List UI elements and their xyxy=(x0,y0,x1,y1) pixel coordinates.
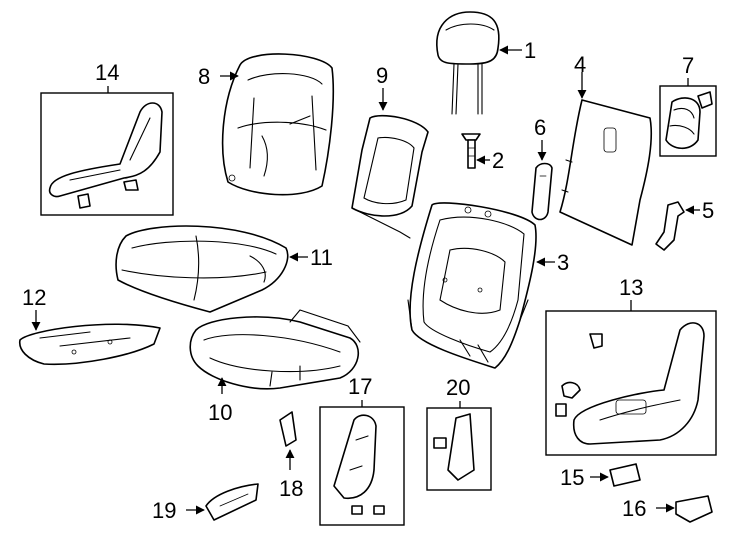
small-cover xyxy=(279,411,297,447)
callout-20: 20 xyxy=(446,375,470,400)
seat-back-cover xyxy=(221,53,335,196)
callout-15: 15 xyxy=(560,465,584,490)
seat-back-panel xyxy=(559,99,653,246)
part-20-box xyxy=(426,407,492,491)
back-pad-frame xyxy=(351,114,429,239)
callout-19: 19 xyxy=(152,498,176,523)
callout-1: 1 xyxy=(524,38,536,63)
side-bracket xyxy=(655,201,685,251)
clip-15 xyxy=(609,463,641,487)
seat-cushion-cover xyxy=(115,225,289,313)
trim-cover xyxy=(433,413,475,481)
callout-10: 10 xyxy=(208,400,232,425)
recliner-cover xyxy=(665,91,713,150)
callout-17: 17 xyxy=(348,374,372,399)
callout-2: 2 xyxy=(492,148,504,173)
callout-3: 3 xyxy=(557,250,569,275)
side-shield-left xyxy=(48,102,163,209)
side-shield-right xyxy=(555,322,705,445)
seat-cushion-frame xyxy=(189,309,361,390)
callout-9: 9 xyxy=(376,63,388,88)
hinge-cover xyxy=(333,414,385,515)
headrest-guide xyxy=(461,133,481,169)
callout-4: 4 xyxy=(574,52,586,77)
headrest xyxy=(436,11,500,115)
end-cap xyxy=(675,495,713,523)
callout-5: 5 xyxy=(702,198,714,223)
callout-16: 16 xyxy=(622,496,646,521)
callout-6: 6 xyxy=(534,115,546,140)
seat-back-frame xyxy=(407,202,537,369)
callout-14: 14 xyxy=(95,60,119,85)
callout-11: 11 xyxy=(310,245,333,270)
callout-12: 12 xyxy=(22,285,46,310)
callout-13: 13 xyxy=(619,275,643,300)
callout-18: 18 xyxy=(279,476,303,501)
callout-7: 7 xyxy=(682,53,694,78)
trim-strip xyxy=(531,162,553,221)
part-14-box xyxy=(40,92,174,216)
bracket-cover xyxy=(205,483,259,521)
cushion-pad xyxy=(19,323,161,366)
callout-8: 8 xyxy=(198,64,210,89)
